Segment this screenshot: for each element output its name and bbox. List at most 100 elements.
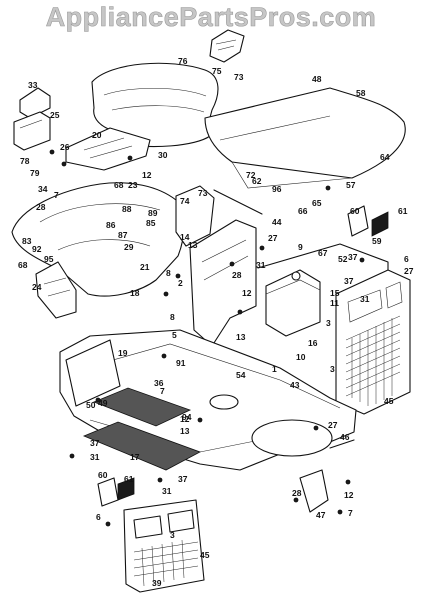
headlight-lower — [97, 477, 135, 507]
steering-bracket — [175, 185, 263, 247]
callout-label-61: 61 — [398, 206, 408, 216]
callout-label-60: 60 — [98, 470, 108, 480]
callout-label-96: 96 — [272, 184, 282, 194]
callout-label-21: 21 — [140, 262, 150, 272]
callout-label-8: 8 — [166, 268, 171, 278]
callout-label-17: 17 — [130, 452, 140, 462]
callout-label-73: 73 — [234, 72, 244, 82]
callout-label-29: 29 — [124, 242, 134, 252]
callout-label-34: 34 — [38, 184, 48, 194]
callout-label-7: 7 — [54, 190, 59, 200]
callout-label-72: 72 — [246, 170, 256, 180]
callout-label-64: 64 — [380, 152, 390, 162]
callout-label-58: 58 — [356, 88, 366, 98]
callout-label-45: 45 — [200, 550, 210, 560]
callout-label-37: 37 — [348, 252, 358, 262]
callout-label-3: 3 — [170, 530, 175, 540]
callout-label-31: 31 — [162, 486, 172, 496]
callout-label-95: 95 — [44, 254, 54, 264]
callout-label-45: 45 — [384, 396, 394, 406]
callout-label-36: 36 — [154, 378, 164, 388]
callout-label-78: 78 — [20, 156, 30, 166]
callout-label-18: 18 — [130, 288, 140, 298]
callout-label-24: 24 — [32, 282, 42, 292]
hardware-fasteners — [49, 149, 365, 527]
callout-label-52: 52 — [338, 254, 348, 264]
callout-label-47: 47 — [316, 510, 326, 520]
lower-foot-mat — [82, 421, 201, 471]
callout-label-1: 1 — [272, 364, 277, 374]
callout-label-12: 12 — [180, 414, 190, 424]
callout-label-31: 31 — [90, 452, 100, 462]
callout-label-28: 28 — [36, 202, 46, 212]
callout-label-9: 9 — [298, 242, 303, 252]
callout-label-27: 27 — [404, 266, 414, 276]
callout-label-12: 12 — [344, 490, 354, 500]
callout-label-7: 7 — [160, 386, 165, 396]
callout-label-39: 39 — [152, 578, 162, 588]
callout-label-83: 83 — [22, 236, 32, 246]
callout-label-6: 6 — [404, 254, 409, 264]
callout-label-86: 86 — [106, 220, 116, 230]
callout-label-57: 57 — [346, 180, 356, 190]
callout-label-68: 68 — [18, 260, 28, 270]
callout-label-62: 62 — [252, 176, 262, 186]
callout-label-88: 88 — [122, 204, 132, 214]
headlight-upper — [347, 205, 389, 237]
callout-label-46: 46 — [340, 432, 350, 442]
fuel-tank — [265, 269, 321, 337]
callout-label-85: 85 — [146, 218, 156, 228]
callout-label-23: 23 — [128, 180, 138, 190]
fender-side-panel — [35, 261, 77, 319]
callout-label-79: 79 — [30, 168, 40, 178]
callout-label-15: 15 — [330, 288, 340, 298]
callout-label-68: 68 — [114, 180, 124, 190]
callout-label-67: 67 — [318, 248, 328, 258]
callout-label-14: 14 — [180, 232, 190, 242]
callout-label-13: 13 — [236, 332, 246, 342]
callout-label-59: 59 — [372, 236, 382, 246]
nose-grille — [335, 269, 411, 415]
callout-label-76: 76 — [178, 56, 188, 66]
callout-label-28: 28 — [232, 270, 242, 280]
callout-label-43: 43 — [290, 380, 300, 390]
site-watermark: AppliancePartsPros.com — [45, 2, 377, 33]
callout-label-37: 37 — [90, 438, 100, 448]
callout-label-89: 89 — [148, 208, 158, 218]
callout-label-31: 31 — [360, 294, 370, 304]
callout-label-65: 65 — [312, 198, 322, 208]
callout-label-37: 37 — [178, 474, 188, 484]
callout-label-27: 27 — [268, 233, 278, 243]
callout-label-6: 6 — [96, 512, 101, 522]
callout-label-10: 10 — [296, 352, 306, 362]
callout-label-7: 7 — [348, 508, 353, 518]
callout-label-91: 91 — [176, 358, 186, 368]
callout-label-8: 8 — [170, 312, 175, 322]
callout-label-66: 66 — [298, 206, 308, 216]
side-panel — [65, 339, 121, 407]
battery — [13, 87, 51, 151]
callout-label-87: 87 — [118, 230, 128, 240]
callout-label-25: 25 — [50, 110, 60, 120]
callout-label-13: 13 — [180, 426, 190, 436]
callout-label-12: 12 — [242, 288, 252, 298]
callout-label-73: 73 — [198, 188, 208, 198]
callout-label-19: 19 — [118, 348, 128, 358]
callout-label-12: 12 — [142, 170, 152, 180]
callout-label-13: 13 — [188, 240, 198, 250]
callout-label-26: 26 — [60, 142, 70, 152]
detached-nose-grille — [123, 499, 205, 593]
foot-mat — [92, 387, 192, 427]
callout-label-75: 75 — [212, 66, 222, 76]
callout-label-37: 37 — [344, 276, 354, 286]
axle-bracket — [299, 439, 355, 513]
callout-label-31: 31 — [256, 260, 266, 270]
seat-bracket — [209, 29, 245, 63]
callout-label-5: 5 — [172, 330, 177, 340]
callout-label-49: 49 — [98, 398, 108, 408]
callout-label-61: 61 — [124, 474, 134, 484]
callout-label-33: 33 — [28, 80, 38, 90]
